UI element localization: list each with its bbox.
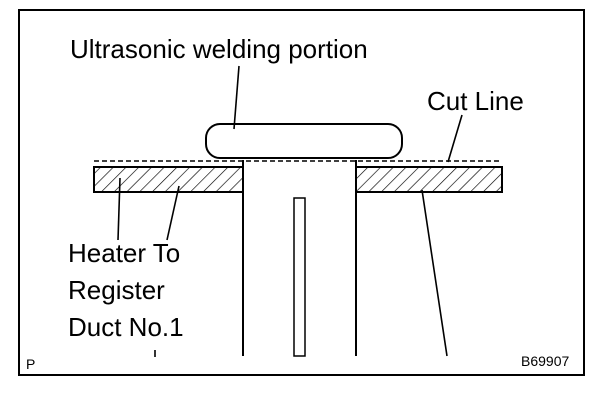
leader-cut-line [447, 114, 463, 163]
welded-pin-head [205, 123, 403, 159]
diagram-frame [18, 9, 585, 376]
corner-code: P [26, 356, 35, 372]
leader-heater-right [166, 185, 180, 241]
boss-center-slot [293, 197, 306, 357]
label-heater-line3: Duct No.1 [68, 312, 184, 342]
figure-code: B69907 [521, 353, 569, 369]
label-heater-line2: Register [68, 275, 165, 305]
leader-right-lower [421, 189, 448, 357]
duct-panel-right [355, 166, 503, 193]
label-ultrasonic-welding: Ultrasonic welding portion [70, 34, 368, 64]
leader-heater-left [117, 177, 121, 241]
label-cut-line: Cut Line [427, 86, 524, 116]
leader-ultrasonic [233, 65, 240, 130]
label-heater-line1: Heater To [68, 238, 180, 268]
duct-panel-left [93, 166, 244, 193]
